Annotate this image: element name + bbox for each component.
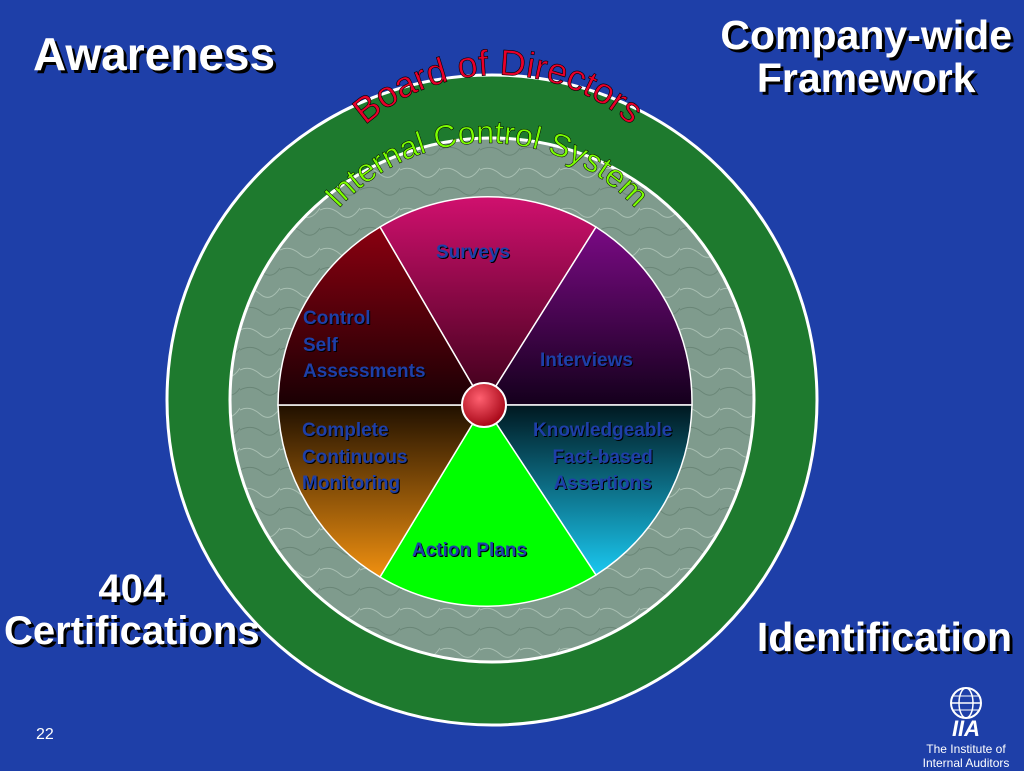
identification-label: Identification — [756, 614, 1012, 660]
assertions-label: Knowledgeable Fact-based Assertions — [533, 420, 673, 495]
pie — [277, 196, 693, 607]
segment-self-assessments — [277, 225, 486, 406]
iia-logo-line-1: The Institute of — [926, 742, 1006, 756]
iia-logo-line-2: Internal Auditors — [922, 755, 1010, 770]
iia-mark: IIA — [952, 716, 980, 738]
action-plans-label: Action Plans — [412, 540, 528, 561]
iia-logo-text: The Institute of Internal Auditors — [918, 742, 1014, 771]
segment-assertions — [482, 404, 693, 577]
certifications-line-1: 404 — [98, 567, 166, 611]
segment-surveys — [378, 196, 598, 407]
segment-action-plans — [378, 403, 598, 607]
center-hub — [461, 382, 507, 428]
awareness-label: Awareness — [33, 28, 276, 80]
interviews-label: Interviews — [540, 350, 633, 371]
framework-line-2: Framework — [756, 55, 976, 102]
iia-logo: IIA The Institute of Internal Auditors — [918, 686, 1014, 771]
globe-icon: IIA — [950, 687, 982, 741]
monitoring-label: Complete Continuous Monitoring — [302, 420, 408, 495]
certifications-label: 404 Certifications — [4, 568, 260, 652]
certifications-line-2: Certifications — [4, 609, 260, 653]
surveys-label: Surveys — [436, 242, 510, 263]
framework-line-1: Company-wide — [720, 12, 1012, 58]
self-assessments-label: Control Self Assessments — [303, 308, 426, 383]
company-wide-framework-label: Company-wide Framework — [720, 12, 1012, 102]
slide-number: 22 — [36, 726, 54, 743]
segment-monitoring — [277, 404, 486, 579]
segment-interviews — [482, 225, 693, 406]
